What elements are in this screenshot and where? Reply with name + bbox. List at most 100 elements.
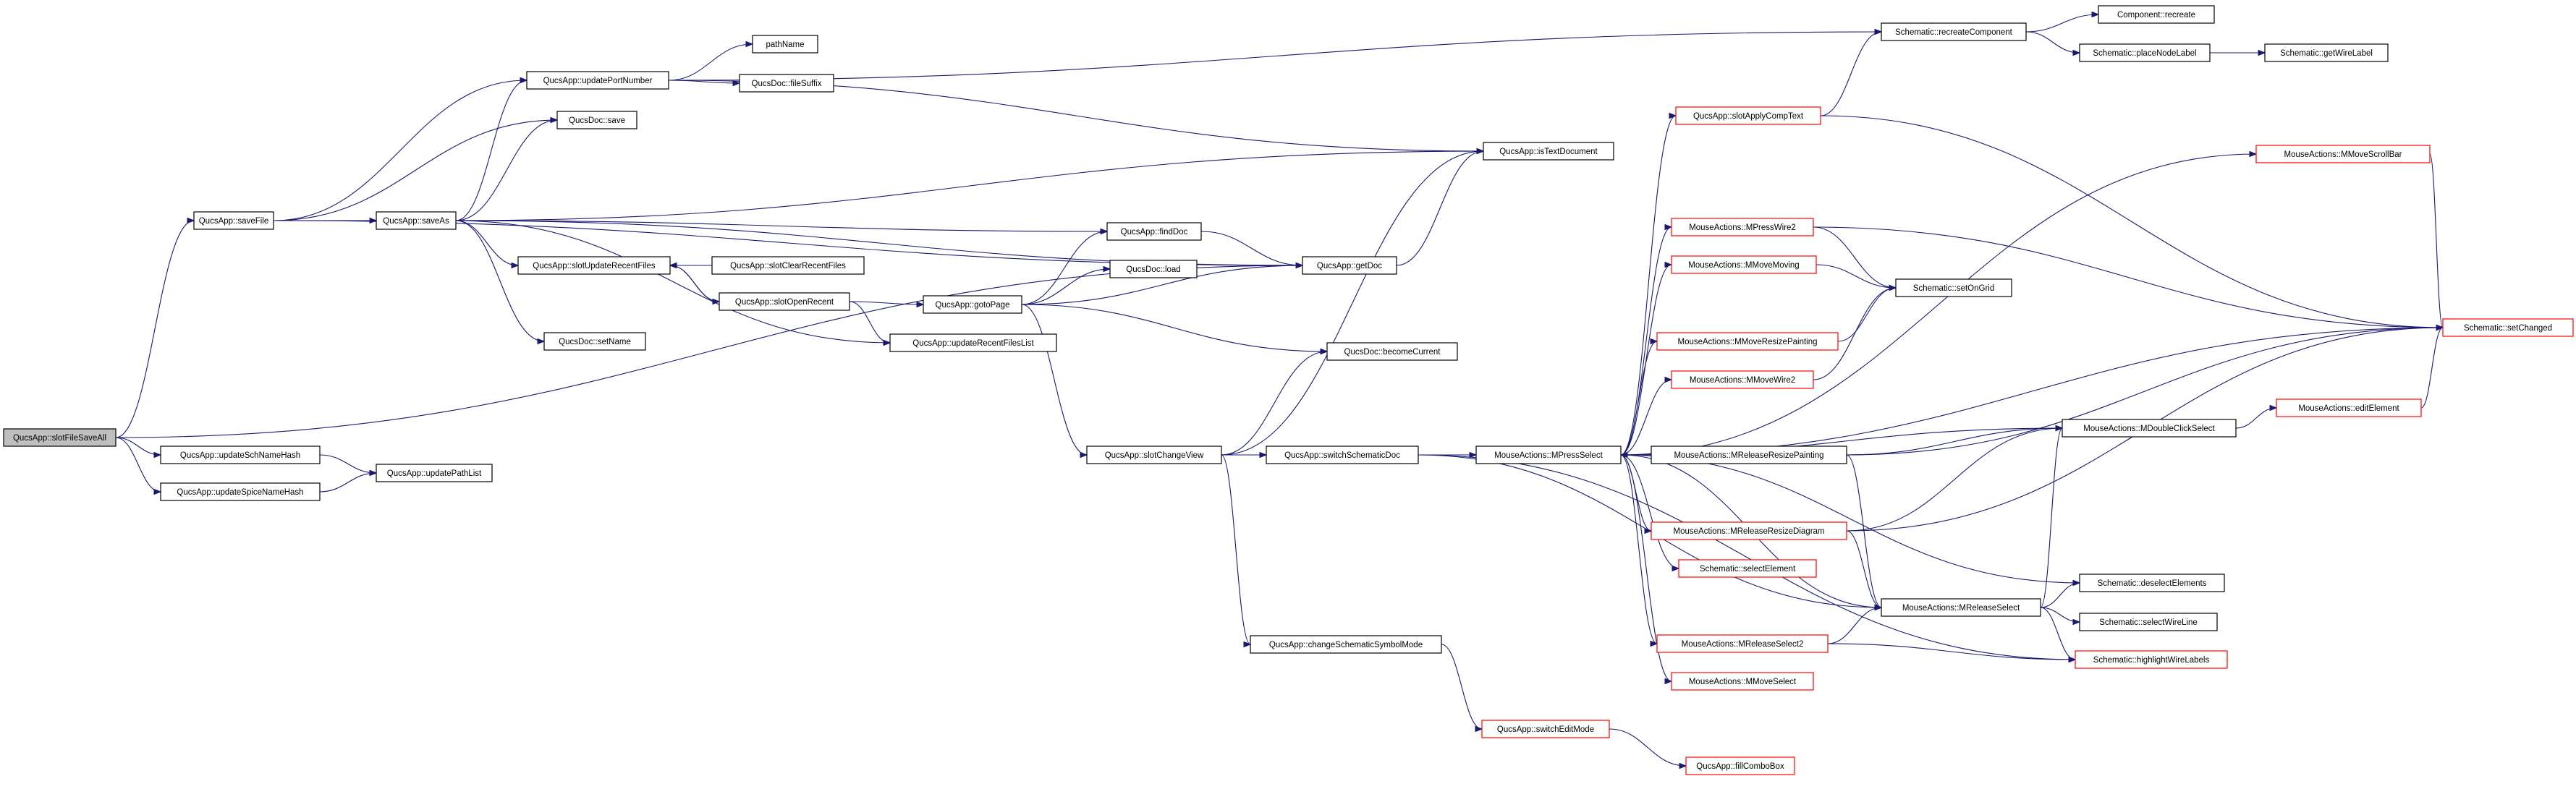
node-slotApplyCompText[interactable]: QucsApp::slotApplyCompText <box>1675 106 1821 125</box>
node-gotoPage[interactable]: QucsApp::gotoPage <box>923 295 1022 314</box>
node-fillComboBox[interactable]: QucsApp::fillComboBox <box>1685 756 1795 775</box>
node-updatePathList[interactable]: QucsApp::updatePathList <box>376 464 493 482</box>
node-becomeCurrent[interactable]: QucsDoc::becomeCurrent <box>1326 342 1458 361</box>
node-box[interactable] <box>1266 446 1419 464</box>
node-box[interactable] <box>1475 446 1622 464</box>
node-fileSuffix[interactable]: QucsDoc::fileSuffix <box>739 74 834 93</box>
node-box[interactable] <box>739 74 834 93</box>
node-box[interactable] <box>376 211 457 230</box>
node-box[interactable] <box>376 464 493 482</box>
node-box[interactable] <box>711 256 865 275</box>
node-box[interactable] <box>1656 634 1829 653</box>
node-box[interactable] <box>1881 598 2041 617</box>
node-MMoveSelect[interactable]: MouseActions::MMoveSelect <box>1671 672 1814 691</box>
node-box[interactable] <box>517 256 671 275</box>
node-slotFileSaveAll[interactable]: QucsApp::slotFileSaveAll <box>3 428 116 447</box>
node-getWireLabel[interactable]: Schematic::getWireLabel <box>2264 43 2389 62</box>
node-box[interactable] <box>2442 318 2574 337</box>
node-box[interactable] <box>2079 613 2218 631</box>
node-box[interactable] <box>3 428 116 447</box>
node-deselectElements[interactable]: Schematic::deselectElements <box>2079 574 2225 592</box>
node-box[interactable] <box>1671 218 1814 236</box>
node-box[interactable] <box>2264 43 2389 62</box>
node-slotUpdateRecentFiles[interactable]: QucsApp::slotUpdateRecentFiles <box>517 256 671 275</box>
node-switchEditMode[interactable]: QucsApp::switchEditMode <box>1481 720 1610 738</box>
node-box[interactable] <box>752 35 818 54</box>
node-box[interactable] <box>1881 22 2027 41</box>
node-MDoubleClickSelect[interactable]: MouseActions::MDoubleClickSelect <box>2062 419 2237 438</box>
node-box[interactable] <box>556 111 637 129</box>
node-box[interactable] <box>1671 255 1817 274</box>
node-box[interactable] <box>2075 650 2228 669</box>
node-changeSchematicSymbolMode[interactable]: QucsApp::changeSchematicSymbolMode <box>1250 635 1442 654</box>
node-compRecreate[interactable]: Component::recreate <box>2098 5 2215 24</box>
node-setName[interactable]: QucsDoc::setName <box>543 332 646 351</box>
node-box[interactable] <box>160 482 321 501</box>
node-MMoveMoving[interactable]: MouseActions::MMoveMoving <box>1671 255 1817 274</box>
node-box[interactable] <box>1651 521 1847 540</box>
node-saveFile[interactable]: QucsApp::saveFile <box>193 211 274 230</box>
node-docSave[interactable]: QucsDoc::save <box>556 111 637 129</box>
node-setChanged[interactable]: Schematic::setChanged <box>2442 318 2574 337</box>
node-MMoveScrollBar[interactable]: MouseActions::MMoveScrollBar <box>2255 145 2431 163</box>
node-box[interactable] <box>1481 720 1610 738</box>
node-box[interactable] <box>193 211 274 230</box>
node-box[interactable] <box>2079 574 2225 592</box>
node-box[interactable] <box>2079 43 2211 62</box>
node-box[interactable] <box>923 295 1022 314</box>
node-box[interactable] <box>2255 145 2431 163</box>
node-box[interactable] <box>543 332 646 351</box>
node-box[interactable] <box>1326 342 1458 361</box>
node-saveAs[interactable]: QucsApp::saveAs <box>376 211 457 230</box>
node-slotOpenRecent[interactable]: QucsApp::slotOpenRecent <box>719 292 850 311</box>
node-box[interactable] <box>1678 559 1817 578</box>
node-pathName[interactable]: pathName <box>752 35 818 54</box>
node-box[interactable] <box>160 446 321 464</box>
node-updatePortNumber[interactable]: QucsApp::updatePortNumber <box>526 71 669 90</box>
node-box[interactable] <box>1106 222 1202 241</box>
node-box[interactable] <box>1685 756 1795 775</box>
node-MReleaseSelect2[interactable]: MouseActions::MReleaseSelect2 <box>1656 634 1829 653</box>
node-isTextDocument[interactable]: QucsApp::isTextDocument <box>1483 142 1614 161</box>
node-box[interactable] <box>2276 398 2422 417</box>
node-box[interactable] <box>1302 256 1397 275</box>
node-highlightWireLabels[interactable]: Schematic::highlightWireLabels <box>2075 650 2228 669</box>
node-box[interactable] <box>1109 260 1198 278</box>
node-box[interactable] <box>1671 672 1814 691</box>
node-box[interactable] <box>1656 332 1839 351</box>
node-MPressSelect[interactable]: MouseActions::MPressSelect <box>1475 446 1622 464</box>
node-MPressWire2[interactable]: MouseActions::MPressWire2 <box>1671 218 1814 236</box>
node-box[interactable] <box>889 333 1057 352</box>
node-editElement[interactable]: MouseActions::editElement <box>2276 398 2422 417</box>
node-updateSchNameHash[interactable]: QucsApp::updateSchNameHash <box>160 446 321 464</box>
node-box[interactable] <box>1651 446 1847 464</box>
node-findDoc[interactable]: QucsApp::findDoc <box>1106 222 1202 241</box>
node-box[interactable] <box>1675 106 1821 125</box>
node-slotChangeView[interactable]: QucsApp::slotChangeView <box>1086 446 1222 464</box>
node-MMoveWire2[interactable]: MouseActions::MMoveWire2 <box>1671 370 1814 389</box>
node-box[interactable] <box>1895 278 2012 297</box>
node-getDoc[interactable]: QucsApp::getDoc <box>1302 256 1397 275</box>
node-updateSpiceNameHash[interactable]: QucsApp::updateSpiceNameHash <box>160 482 321 501</box>
node-box[interactable] <box>1086 446 1222 464</box>
node-selectWireLine[interactable]: Schematic::selectWireLine <box>2079 613 2218 631</box>
node-MReleaseResizePainting[interactable]: MouseActions::MReleaseResizePainting <box>1651 446 1847 464</box>
node-MMoveResizePainting[interactable]: MouseActions::MMoveResizePainting <box>1656 332 1839 351</box>
node-box[interactable] <box>1671 370 1814 389</box>
node-MReleaseResizeDiagram[interactable]: MouseActions::MReleaseResizeDiagram <box>1651 521 1847 540</box>
node-switchSchematicDoc[interactable]: QucsApp::switchSchematicDoc <box>1266 446 1419 464</box>
node-MReleaseSelect[interactable]: MouseActions::MReleaseSelect <box>1881 598 2041 617</box>
node-box[interactable] <box>526 71 669 90</box>
node-setOnGrid[interactable]: Schematic::setOnGrid <box>1895 278 2012 297</box>
node-box[interactable] <box>719 292 850 311</box>
node-box[interactable] <box>2062 419 2237 438</box>
node-updateRecentFilesList[interactable]: QucsApp::updateRecentFilesList <box>889 333 1057 352</box>
node-box[interactable] <box>2098 5 2215 24</box>
node-docLoad[interactable]: QucsDoc::load <box>1109 260 1198 278</box>
node-selectElement[interactable]: Schematic::selectElement <box>1678 559 1817 578</box>
node-placeNodeLabel[interactable]: Schematic::placeNodeLabel <box>2079 43 2211 62</box>
node-box[interactable] <box>1483 142 1614 161</box>
node-slotClearRecentFiles[interactable]: QucsApp::slotClearRecentFiles <box>711 256 865 275</box>
node-recreateComponent[interactable]: Schematic::recreateComponent <box>1881 22 2027 41</box>
node-box[interactable] <box>1250 635 1442 654</box>
